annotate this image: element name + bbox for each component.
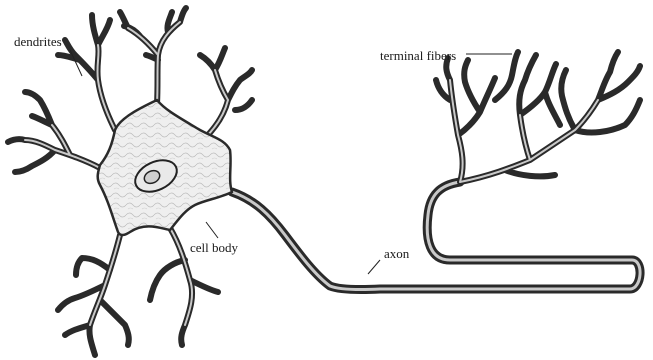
label-terminal-fibers-group: terminal fibers bbox=[380, 48, 512, 63]
label-terminal-fibers: terminal fibers bbox=[380, 48, 456, 63]
dendrite-top bbox=[120, 8, 186, 104]
dendrite-left bbox=[8, 92, 100, 172]
terminal-fibers bbox=[436, 52, 640, 182]
cell-body bbox=[98, 100, 232, 235]
label-axon-group: axon bbox=[368, 246, 410, 274]
leader-cell-body bbox=[206, 222, 218, 238]
label-cell-body: cell body bbox=[190, 240, 239, 255]
label-dendrites-group: dendrites bbox=[14, 34, 82, 76]
label-cell-body-group: cell body bbox=[190, 222, 239, 255]
dendrite-upper-left bbox=[58, 15, 115, 130]
label-axon: axon bbox=[384, 246, 410, 261]
dendrite-upper-right bbox=[200, 48, 252, 138]
label-dendrites: dendrites bbox=[14, 34, 62, 49]
dendrite-lower-left bbox=[58, 235, 129, 355]
leader-axon bbox=[368, 260, 380, 274]
axon bbox=[232, 182, 640, 290]
